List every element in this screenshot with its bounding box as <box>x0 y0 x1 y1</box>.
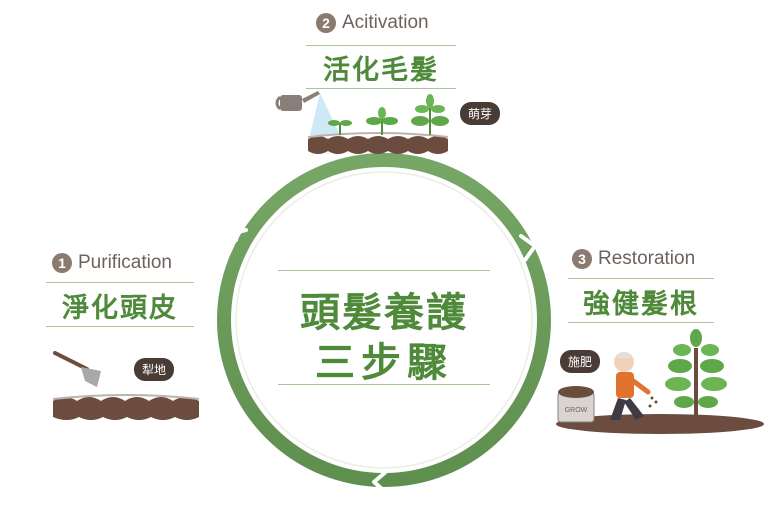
step2-header: 2 Acitivation <box>316 12 429 34</box>
sprout-icon <box>366 107 398 135</box>
tree-icon <box>665 329 727 420</box>
step2-name-en: Acitivation <box>342 12 429 33</box>
step1-name-zh: 淨化頭皮 <box>62 293 178 324</box>
step2-badge: 萌芽 <box>460 102 501 125</box>
step2-rule-top <box>306 45 456 46</box>
step3-name-zh: 強健髮根 <box>583 289 699 320</box>
sprout-icon <box>411 94 449 135</box>
step3-name-en: Restoration <box>598 248 696 269</box>
fertilizer-bag-icon: GROW <box>557 386 595 423</box>
step1-name-en: Purification <box>78 252 172 273</box>
hoe-icon <box>53 351 101 387</box>
gardener-icon <box>610 352 658 420</box>
step3-illustration: GROW <box>556 329 764 434</box>
step3-rule-top <box>568 278 714 279</box>
step1-header: 1 Purification <box>52 252 172 274</box>
step3-badge: 施肥 <box>560 350 601 373</box>
step1-number: 1 <box>52 253 72 273</box>
step2-name-zh: 活化毛髮 <box>323 55 439 86</box>
center-title-line2: 三步驟 <box>315 339 453 386</box>
step2-rule-bottom <box>306 88 456 89</box>
step1-rule-top <box>46 282 194 283</box>
step1-illustration <box>52 351 200 420</box>
ring-arrow-bottom <box>372 468 390 496</box>
step2-number: 2 <box>316 13 336 33</box>
ring-arrow-left <box>234 228 248 242</box>
step3-header: 3 Restoration <box>572 248 695 270</box>
center-title-line1: 頭髮養護 <box>300 289 468 336</box>
fertilizer-bag-label: GROW <box>565 407 588 414</box>
step3-rule-bottom <box>568 322 714 323</box>
step3-number: 3 <box>572 249 592 269</box>
step2-illustration <box>275 91 449 154</box>
sprout-icon <box>328 120 352 135</box>
step1-badge: 犁地 <box>134 358 175 381</box>
watering-can-icon <box>275 91 340 135</box>
center-rule-bottom <box>278 384 490 385</box>
step1-rule-bottom <box>46 326 194 327</box>
ring-arrow-right <box>519 234 537 262</box>
center-rule-top <box>278 270 490 271</box>
